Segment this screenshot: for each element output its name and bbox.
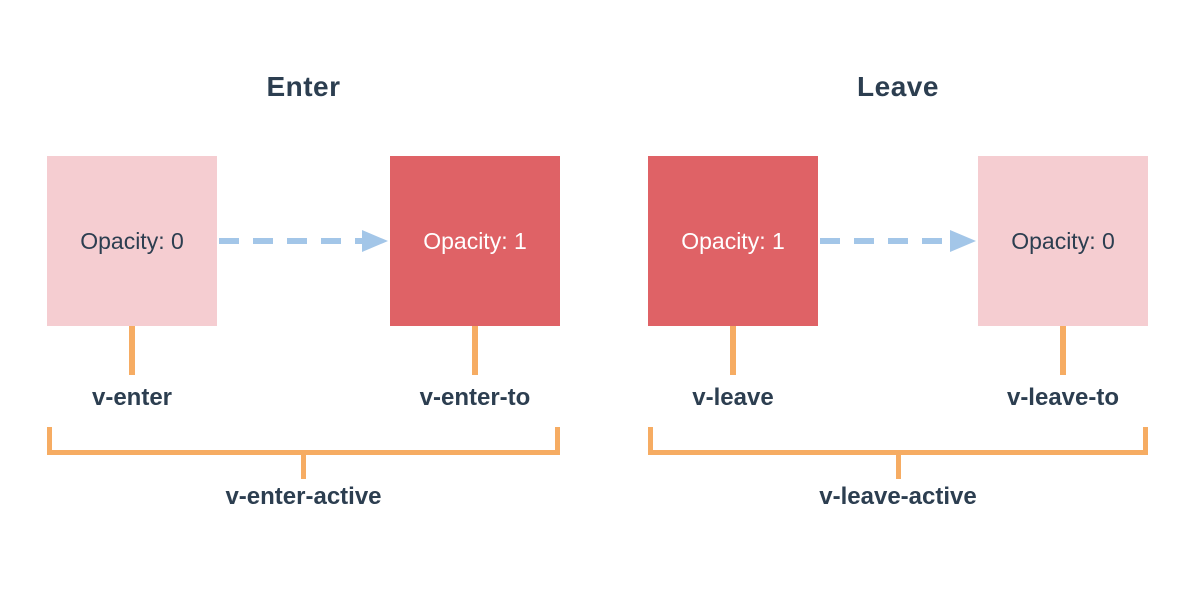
- leave-end-box: Opacity: 0: [978, 156, 1148, 326]
- enter-end-box-label: Opacity: 1: [423, 227, 527, 254]
- arrow-head-icon: [950, 230, 976, 252]
- leave-title: Leave: [857, 71, 939, 102]
- leave-active-bracket: [648, 427, 1148, 455]
- arrow-dash-line: [820, 238, 954, 244]
- enter-end-connector-line: [472, 326, 478, 375]
- enter-stems-row: [47, 326, 560, 375]
- enter-transition-arrow: [219, 230, 388, 252]
- enter-boxes-row: Opacity: 0 Opacity: 1: [47, 156, 560, 326]
- v-enter-active-label: v-enter-active: [225, 483, 382, 510]
- leave-start-box-label: Opacity: 1: [681, 227, 785, 254]
- leave-start-box: Opacity: 1: [648, 156, 818, 326]
- leave-transition-arrow: [820, 230, 976, 252]
- v-enter-label: v-enter: [91, 384, 173, 411]
- enter-active-bracket: [47, 427, 560, 455]
- leave-boxes-row: Opacity: 1 Opacity: 0: [648, 156, 1148, 326]
- enter-labels-row: v-enter v-enter-to: [47, 383, 560, 413]
- v-leave-to-label: v-leave-to: [1006, 384, 1120, 411]
- arrow-dash-line: [219, 238, 366, 244]
- v-leave-label: v-leave: [692, 384, 774, 411]
- enter-start-box: Opacity: 0: [47, 156, 217, 326]
- leave-bracket-tick: [895, 455, 901, 479]
- leave-stems-row: [648, 326, 1148, 375]
- v-enter-to-label: v-enter-to: [419, 384, 531, 411]
- leave-section: Leave Opacity: 1 Opacity: 0 v-leave v-: [648, 70, 1148, 511]
- v-leave-active-label: v-leave-active: [819, 483, 977, 510]
- enter-start-box-label: Opacity: 0: [80, 227, 184, 254]
- leave-start-connector-line: [730, 326, 736, 375]
- enter-section: Enter Opacity: 0 Opacity: 1 v-enter v-: [47, 70, 560, 511]
- leave-labels-row: v-leave v-leave-to: [648, 383, 1148, 413]
- enter-start-connector-line: [129, 326, 135, 375]
- leave-end-connector-line: [1060, 326, 1066, 375]
- enter-end-box: Opacity: 1: [390, 156, 560, 326]
- leave-end-box-label: Opacity: 0: [1011, 227, 1115, 254]
- enter-bracket-tick: [301, 455, 306, 479]
- enter-title: Enter: [266, 71, 341, 102]
- arrow-head-icon: [362, 230, 388, 252]
